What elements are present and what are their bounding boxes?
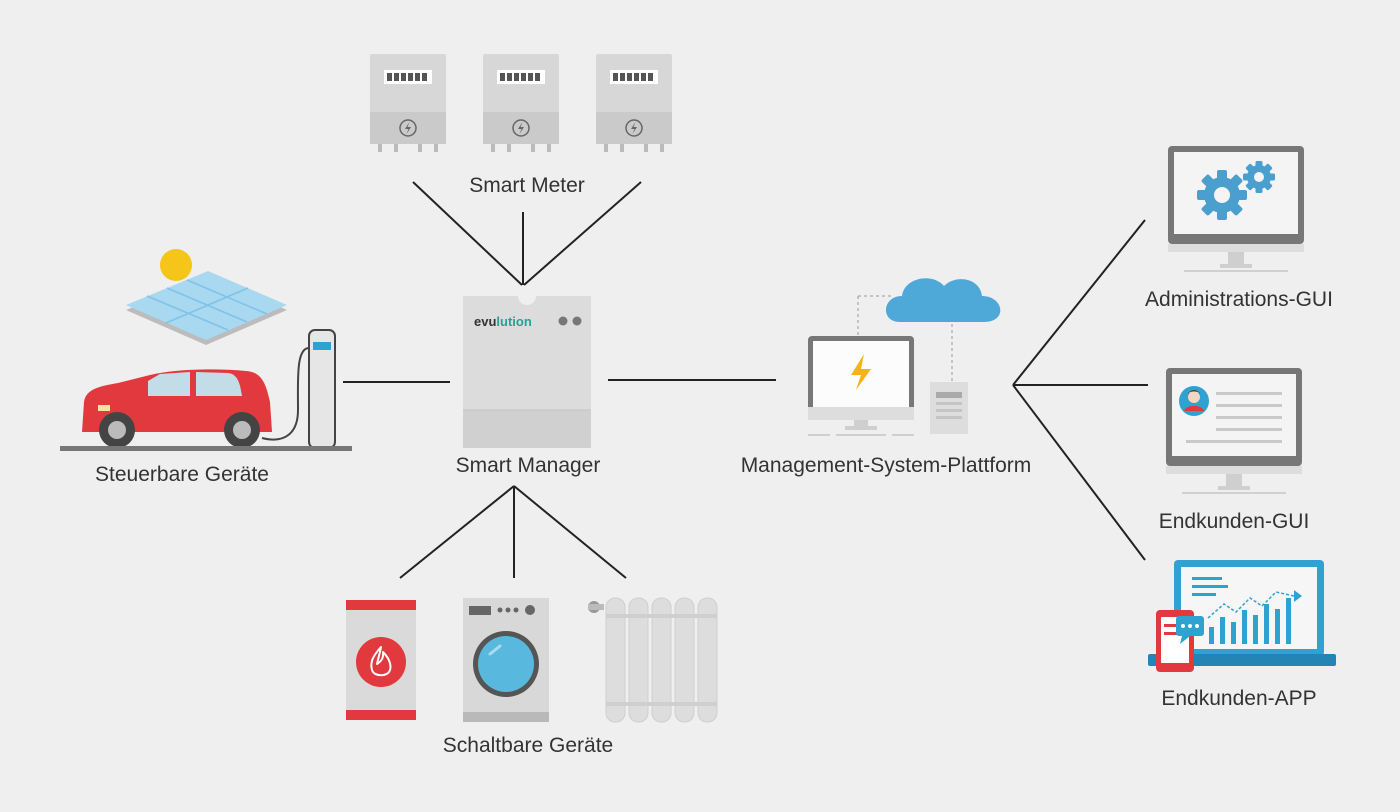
boiler-icon <box>346 600 416 720</box>
endkunden-app-label: Endkunden-APP <box>1161 687 1316 710</box>
platform-dashed-links <box>857 295 953 382</box>
sun-icon <box>160 249 192 281</box>
ground-line <box>60 446 352 451</box>
text-line <box>1216 404 1282 407</box>
smart-manager-group: evulution Smart Manager <box>456 287 601 477</box>
platform-label: Management-System-Plattform <box>741 454 1032 477</box>
laptop-icon <box>1148 560 1336 666</box>
cloud-icon <box>885 278 1001 322</box>
steuerbare-geraete-group: Steuerbare Geräte <box>60 249 352 486</box>
schaltbare-geraete-label: Schaltbare Geräte <box>443 734 613 757</box>
text-line <box>1186 440 1282 443</box>
smart-meter-icon <box>595 53 673 153</box>
lightning-icon <box>851 354 871 390</box>
schaltbare-geraete-group: Schaltbare Geräte <box>346 597 718 757</box>
ev-charger-icon <box>261 329 336 449</box>
smart-manager-label: Smart Manager <box>456 454 601 477</box>
smart-manager-box-icon: evulution <box>463 287 591 448</box>
gear-icon <box>1243 161 1275 193</box>
svg-text:evulution: evulution <box>474 314 532 329</box>
washing-machine-icon <box>463 598 549 722</box>
text-line <box>1216 392 1282 395</box>
text-line <box>1216 416 1282 419</box>
endkunden-gui-group: Endkunden-GUI <box>1159 368 1310 533</box>
logo-part-evu: evu <box>474 314 496 329</box>
chat-bubble-icon <box>1176 616 1204 644</box>
platform-group: Management-System-Plattform <box>741 278 1032 477</box>
monitor-icon <box>808 336 914 436</box>
radiator-icon <box>588 597 718 723</box>
bar-chart-icon <box>1209 598 1291 644</box>
flame-icon <box>370 646 392 677</box>
admin-gui-label: Administrations-GUI <box>1145 288 1333 311</box>
smart-meter-group: Smart Meter <box>369 53 673 197</box>
user-avatar-icon <box>1179 386 1209 416</box>
admin-gui-group: Administrations-GUI <box>1145 146 1333 311</box>
text-line <box>1216 428 1282 431</box>
trend-line <box>1207 591 1295 619</box>
steuerbare-geraete-label: Steuerbare Geräte <box>95 463 269 486</box>
endkunden-gui-label: Endkunden-GUI <box>1159 510 1310 533</box>
server-icon <box>930 382 968 434</box>
solar-panel-icon <box>126 271 287 345</box>
connection-lines <box>343 181 1148 579</box>
gear-icon <box>1197 170 1247 220</box>
smart-meter-label: Smart Meter <box>469 174 585 197</box>
smart-meter-icon <box>369 53 447 153</box>
car-icon <box>82 369 272 448</box>
endkunden-app-group: Endkunden-APP <box>1148 560 1336 710</box>
smart-meter-icon <box>482 53 560 153</box>
logo-part-lution: lution <box>496 314 531 329</box>
